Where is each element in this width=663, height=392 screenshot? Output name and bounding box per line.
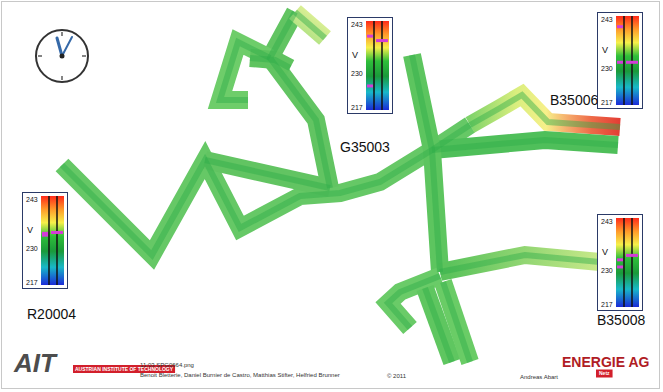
voltage-gauge: 243V230217B35008	[597, 214, 643, 311]
grid-line-band	[440, 255, 600, 272]
gauge-scale	[41, 196, 64, 285]
node-id-label: G35003	[340, 140, 390, 154]
voltage-marker	[51, 231, 63, 234]
voltage-gauge: 243V230217B35006	[597, 12, 643, 109]
grid-line	[295, 12, 325, 38]
voltage-marker	[626, 254, 638, 257]
gauge-bar	[598, 13, 642, 108]
authors-note: Benoit Bletterie, Daniel Burnier de Cast…	[140, 372, 340, 378]
voltage-marker	[617, 258, 623, 261]
voltage-gauge: 243V230217R20004	[22, 192, 68, 289]
grid-line	[412, 55, 440, 272]
netz-tag: Netz	[599, 371, 610, 376]
unit-label: V	[27, 226, 33, 235]
gauge-scale	[616, 218, 639, 307]
grid-line-band	[220, 42, 270, 100]
voltage-marker	[617, 25, 623, 28]
gauge-bar	[348, 18, 392, 113]
grid-line	[440, 255, 600, 272]
grid-line	[62, 125, 470, 255]
gauge-scale	[366, 21, 389, 110]
scale-value: 217	[351, 104, 363, 111]
unit-label: V	[602, 248, 608, 257]
scale-value: 243	[26, 196, 38, 203]
voltage-marker	[626, 61, 638, 64]
voltage-marker	[367, 35, 373, 38]
timestamp-filename: 11:03 SPG0664.png	[140, 362, 194, 368]
voltage-marker	[376, 39, 388, 42]
gauge-bar	[23, 193, 67, 288]
node-id-label: B35008	[597, 313, 645, 327]
grid-line-band	[62, 125, 470, 255]
voltage-gauge: 243V230217G35003	[347, 17, 393, 114]
ait-logo: AIT	[14, 350, 56, 376]
node-id-label: B35006	[550, 93, 598, 107]
scale-value: 243	[601, 218, 613, 225]
grid-line-band	[270, 12, 330, 188]
grid-line-band	[412, 55, 440, 272]
gauge-bar	[598, 215, 642, 310]
clock-icon	[36, 30, 88, 82]
gauge-scale	[616, 16, 639, 105]
voltage-marker	[617, 265, 623, 268]
author-name: Andreas Abart	[520, 374, 558, 380]
scale-value: 243	[351, 21, 363, 28]
scale-value: 217	[601, 301, 613, 308]
energie-logo: ENERGIE AG	[562, 355, 649, 369]
voltage-marker	[42, 234, 48, 237]
scale-value: 230	[351, 70, 363, 77]
grid-line	[432, 140, 618, 150]
grid-line	[205, 160, 330, 188]
voltage-marker	[367, 84, 373, 87]
grid-line-band	[205, 160, 330, 188]
scale-value: 243	[601, 16, 613, 23]
unit-label: V	[602, 46, 608, 55]
unit-label: V	[352, 51, 358, 60]
scale-value: 230	[601, 65, 613, 72]
energie-logo-mark	[596, 370, 613, 378]
voltage-marker	[617, 61, 623, 64]
scale-value: 217	[601, 99, 613, 106]
copyright: © 2011	[387, 373, 406, 379]
grid-line-band	[295, 12, 325, 38]
scale-value: 217	[26, 279, 38, 286]
scale-value: 230	[26, 245, 38, 252]
grid-line-band	[443, 282, 470, 362]
node-id-label: R20004	[27, 307, 76, 321]
grid-line-band	[432, 140, 618, 150]
scale-value: 230	[601, 267, 613, 274]
grid-line	[270, 12, 330, 188]
grid-line-band	[250, 58, 290, 68]
